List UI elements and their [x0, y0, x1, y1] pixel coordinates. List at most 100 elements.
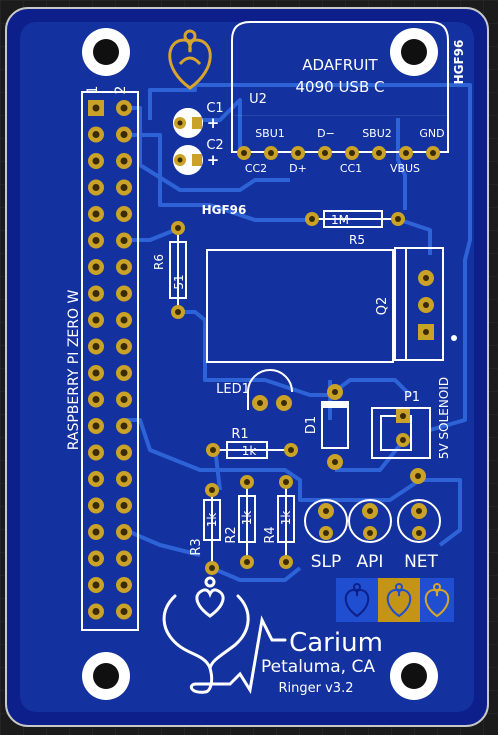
header-pin-hole: [120, 369, 128, 377]
header-pin-hole: [120, 316, 128, 324]
header-pin-hole: [92, 475, 100, 483]
pin-label-top-1: D−: [317, 127, 335, 140]
header-pin-hole: [92, 210, 100, 218]
pin-label-bottom-2: CC1: [340, 162, 362, 175]
d1-ref: D1: [304, 416, 319, 434]
module-name-line1: ADAFRUIT: [302, 56, 378, 74]
p1-label: 5V SOLENOID: [437, 377, 451, 459]
stethoscope-logo-icon: [162, 576, 287, 695]
header-pin-hole: [120, 608, 128, 615]
resistor-r3: 1k R3: [189, 483, 221, 575]
pin-label-top-2: SBU2: [362, 127, 392, 140]
resistor-r4: 1k R4: [263, 475, 295, 569]
resistor-r2: 1k R2: [224, 475, 256, 569]
header-pin-hole: [92, 184, 100, 191]
r4-value: 1k: [279, 511, 293, 526]
header-pin-hole: [120, 104, 128, 112]
pin-label-top-3: GND: [419, 127, 444, 140]
header-pin-hole: [120, 581, 128, 589]
r2-ref: R2: [224, 526, 239, 543]
hgf-mark-horizontal: HGF96: [202, 203, 247, 217]
heart-logo-icon: [386, 583, 412, 618]
p1-ref: P1: [404, 390, 420, 405]
header-pin-hole: [92, 581, 100, 589]
header-pin-hole: [120, 502, 128, 509]
r2-value: 1k: [240, 511, 254, 526]
header-pin-hole: [120, 263, 128, 271]
pin-label-top-0: SBU1: [255, 127, 285, 140]
r6-ref: R6: [152, 254, 166, 270]
c1-polarity: +: [207, 114, 220, 132]
header-pin-hole: [120, 528, 128, 536]
r4-ref: R4: [263, 526, 278, 543]
r6-value: 51: [172, 274, 186, 289]
header-pin-hole: [92, 608, 100, 615]
r5-value: 1M: [331, 213, 349, 227]
status-led-api: API: [348, 499, 392, 572]
pin-label-bottom-3: VBUS: [390, 162, 420, 175]
header-outline: [81, 91, 139, 631]
logo-tile-blue: [336, 578, 378, 622]
header-pin-hole: [92, 157, 100, 165]
module-name-line2: 4090 USB C: [296, 78, 385, 96]
brand-version: Ringer v3.2: [279, 681, 354, 696]
resistor-r5: 1M R5: [305, 210, 405, 247]
module-pads: [237, 146, 440, 160]
header-pin-hole: [120, 184, 128, 191]
r1-ref: R1: [231, 427, 248, 442]
header-pin-hole: [92, 290, 100, 297]
header-pin-hole: [92, 422, 100, 430]
pin-label-bottom-0: CC2: [245, 162, 267, 175]
led-led1: LED1: [216, 369, 293, 411]
header-pin-hole: [92, 343, 100, 350]
header-pin2-label: 2: [113, 86, 129, 95]
header-pin-hole: [120, 210, 128, 218]
slp-label: SLP: [311, 552, 342, 572]
header-pin-hole: [92, 131, 100, 138]
header-pin-hole: [120, 290, 128, 297]
header-pin-hole: [92, 502, 100, 509]
header-pin-hole: [92, 528, 100, 536]
header-pin-hole: [92, 237, 100, 244]
net-label: NET: [404, 552, 438, 572]
header-pin-hole: [120, 237, 128, 244]
hgf-mark-vertical: HGF96: [452, 40, 466, 85]
brand-location: Petaluma, CA: [261, 657, 375, 677]
led1-ref: LED1: [216, 382, 250, 397]
header-pin-hole: [92, 263, 100, 271]
logo-tile-gold: [378, 578, 420, 622]
diode-d1: D1: [304, 384, 349, 470]
header-label: RASPBERRY PI ZERO W: [66, 290, 82, 451]
header-pin-hole: [92, 555, 100, 562]
c2-polarity: +: [207, 151, 220, 169]
r1-value: 1k: [242, 444, 257, 458]
header-pin-hole: [120, 396, 128, 403]
c2-ref: C2: [206, 138, 223, 153]
capacitor-c1: C1 +: [173, 101, 224, 138]
transistor-q2: Q2: [206, 247, 457, 363]
status-led-slp: SLP: [304, 499, 348, 572]
header-pin-hole: [120, 131, 128, 138]
r3-ref: R3: [189, 538, 204, 555]
brand-name: Carium: [289, 628, 383, 658]
usb-c-module-u2: ADAFRUIT 4090 USB C U2 SBU1 D− SBU2 GND …: [231, 21, 449, 175]
header-pin-hole: [92, 316, 100, 324]
heart-logo-icon: [424, 583, 450, 618]
header-pin-hole: [120, 449, 128, 456]
pin-label-bottom-1: D+: [289, 162, 307, 175]
heart-logo-icon: [168, 29, 212, 90]
heart-logo-icon: [344, 583, 370, 618]
header-pin-hole: [120, 343, 128, 350]
r3-value: 1k: [205, 513, 219, 528]
resistor-r6: 51 R6: [152, 221, 187, 319]
mounting-holes: [82, 28, 438, 700]
status-led-net: NET: [397, 499, 441, 572]
gpio-header-pins: [88, 100, 132, 620]
header-pin-hole: [120, 555, 128, 562]
header-pin-hole: [92, 396, 100, 403]
header-pin-hole: [92, 104, 100, 112]
r5-ref: R5: [349, 233, 365, 247]
header-pin-hole: [92, 449, 100, 456]
header-pin1-label: 1: [85, 86, 101, 95]
